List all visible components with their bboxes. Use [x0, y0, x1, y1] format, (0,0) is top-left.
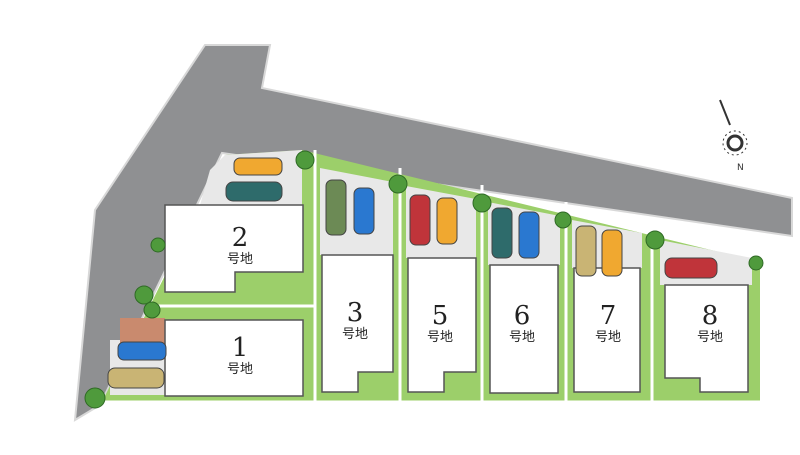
car-teal-lot6 — [491, 207, 513, 259]
lot-number: 2 — [231, 223, 249, 253]
lot-number: 1 — [231, 333, 249, 363]
tree-icon — [295, 150, 315, 170]
compass-north-label: N — [737, 163, 744, 173]
car-tan-lot7 — [575, 225, 597, 277]
lot-number: 8 — [701, 301, 719, 331]
building-lot2 — [164, 204, 304, 293]
building-lot6 — [489, 264, 559, 394]
car-teal — [225, 181, 283, 202]
lot-suffix: 号地 — [226, 252, 254, 267]
car-red-lot5 — [409, 194, 431, 246]
car-blue-lot6 — [518, 211, 540, 259]
car-blue-lot3 — [353, 187, 375, 235]
lot-suffix: 号地 — [426, 330, 454, 345]
building-lot7 — [573, 267, 641, 393]
tree-icon — [84, 387, 106, 409]
car-green-lot3 — [325, 179, 347, 236]
tree-icon — [150, 237, 166, 253]
brick-lot1 — [120, 318, 165, 346]
building-lot3 — [321, 254, 394, 393]
lot-suffix: 号地 — [226, 362, 254, 377]
lot-suffix: 号地 — [696, 330, 724, 345]
lot-suffix: 号地 — [341, 327, 369, 342]
lot-suffix: 号地 — [594, 330, 622, 345]
car-blue-lot1 — [117, 341, 167, 361]
tree-icon — [748, 255, 764, 271]
tree-icon — [388, 174, 408, 194]
tree-icon — [472, 193, 492, 213]
tree-icon — [554, 211, 572, 229]
lot-number: 3 — [346, 298, 364, 328]
lot-number: 5 — [431, 301, 449, 331]
car-orange-lot5 — [436, 197, 458, 245]
car-tan-lot1 — [107, 367, 165, 389]
lot-dividers — [102, 150, 760, 404]
lot-number: 6 — [513, 301, 531, 331]
car-red-lot8 — [664, 257, 718, 279]
lot-number: 7 — [599, 301, 617, 331]
car-orange — [233, 157, 283, 176]
car-orange-lot7 — [601, 229, 623, 277]
tree-icon — [134, 285, 154, 305]
tree-icon — [645, 230, 665, 250]
compass-icon — [719, 99, 748, 156]
trees — [84, 150, 764, 409]
lot-suffix: 号地 — [508, 330, 536, 345]
road — [73, 44, 793, 422]
building-lot1 — [164, 319, 304, 397]
building-lot8 — [664, 284, 749, 393]
building-lot5 — [407, 257, 477, 393]
tree-icon — [143, 301, 161, 319]
